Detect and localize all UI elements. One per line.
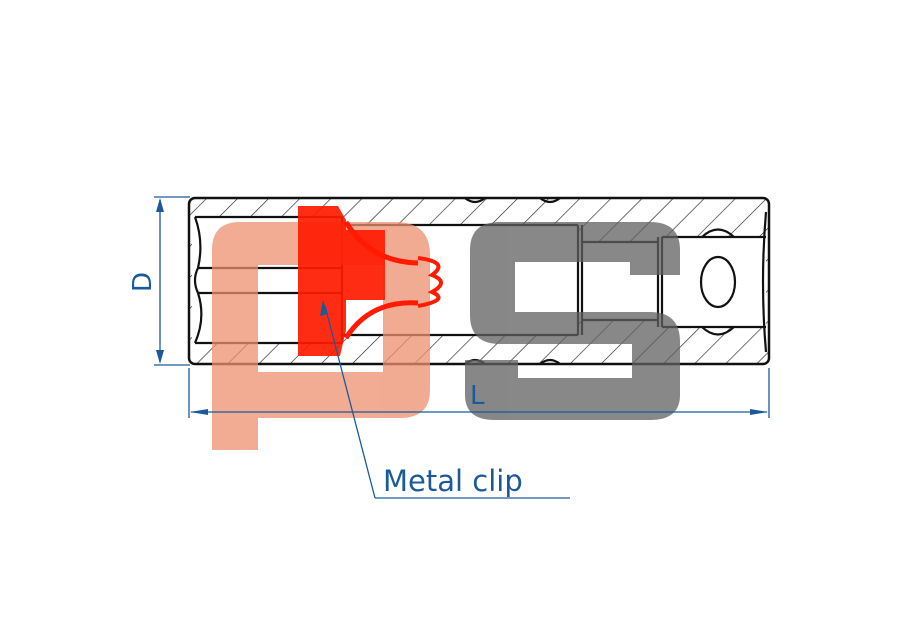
dimension-lines	[154, 196, 770, 499]
watermark-s	[465, 222, 680, 420]
dimension-l-label: L	[470, 381, 485, 411]
metal-clip	[298, 206, 443, 356]
watermark-logo	[212, 222, 680, 450]
dimension-d-label: D	[128, 272, 158, 292]
metal-clip-callout: Metal clip	[383, 464, 523, 498]
watermark-p	[212, 222, 430, 450]
